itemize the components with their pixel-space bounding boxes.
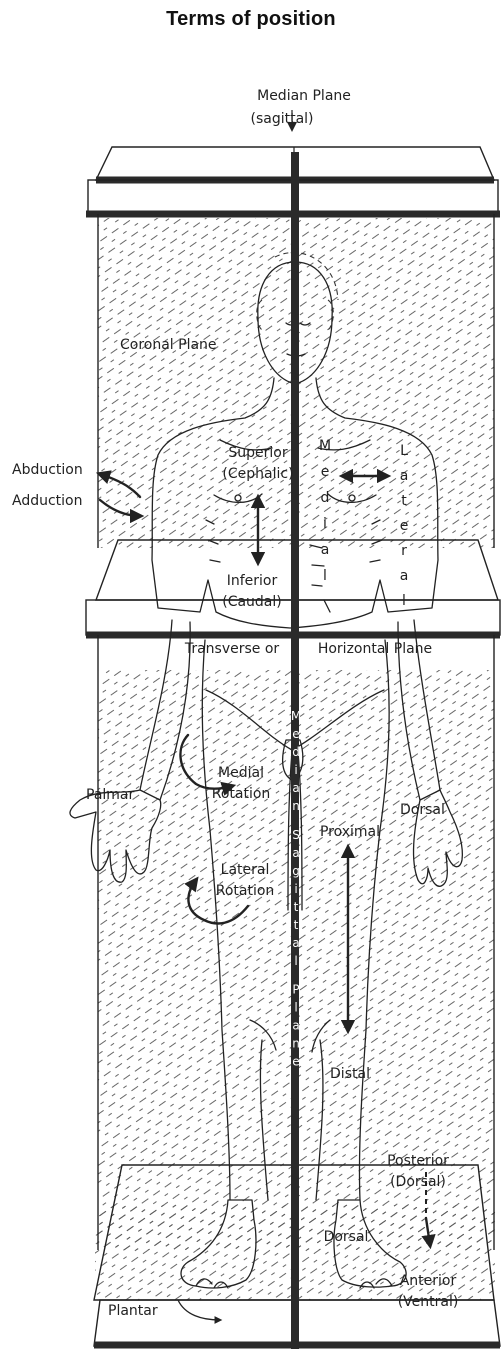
plantar-arrow	[178, 1300, 220, 1320]
sagittal-vertical-letter: a	[292, 936, 299, 950]
adduction-label: Adduction	[12, 493, 83, 509]
medial-vertical-letter: d	[321, 490, 330, 506]
superior-sub-label: (Cephalic)	[222, 466, 293, 482]
sagittal-vertical-letter: S	[292, 828, 300, 842]
sagittal-vertical-letter: g	[292, 864, 300, 878]
palmar-label: Palmar	[86, 787, 134, 803]
medial-vertical-letter: a	[321, 542, 330, 558]
inferior-label: Inferior	[227, 573, 278, 589]
dorsal-hand-label: Dorsal	[400, 802, 445, 818]
lateral-vertical-letter: L	[400, 443, 408, 459]
distal-label: Distal	[330, 1066, 370, 1082]
sagittal-vertical-letter: n	[292, 1037, 300, 1051]
sagittal-vertical-letter: i	[294, 882, 297, 896]
anterior-sub-label: (Ventral)	[398, 1294, 459, 1310]
sagittal-vertical-letter: n	[292, 799, 300, 813]
posterior-label: Posterior	[387, 1153, 449, 1169]
lateral-rotation-label: Lateral	[221, 862, 270, 878]
inferior-sub-label: (Caudal)	[222, 594, 282, 610]
sagittal-vertical-letter: e	[292, 1055, 299, 1069]
proximal-label: Proximal	[320, 824, 380, 840]
sagittal-vertical-letter: i	[294, 763, 297, 777]
medial-vertical-letter: e	[321, 464, 330, 480]
lateral-vertical-label: Lateral	[400, 443, 409, 609]
medial-rotation-sub-label: Rotation	[212, 786, 271, 802]
anterior-label: Anterior	[400, 1273, 457, 1289]
medial-vertical-letter: M	[319, 438, 331, 454]
lateral-vertical-letter: a	[400, 568, 409, 584]
coronal-plane-label: Coronal Plane	[120, 337, 217, 353]
sagittal-vertical-letter: M	[291, 709, 301, 723]
sagittal-vertical-letter: a	[292, 1019, 299, 1033]
lateral-vertical-letter: r	[401, 543, 407, 559]
medial-vertical-letter: i	[323, 516, 327, 532]
median-plane-label: Median Plane	[257, 88, 351, 104]
transverse-label: Transverse or	[184, 641, 280, 657]
lateral-vertical-letter: t	[401, 493, 407, 509]
lateral-vertical-letter: a	[400, 468, 409, 484]
lateral-vertical-letter: e	[400, 518, 409, 534]
abduction-label: Abduction	[12, 462, 83, 478]
lateral-rotation-sub-label: Rotation	[216, 883, 275, 899]
sagittal-vertical-letter: l	[294, 954, 297, 968]
dorsal-foot-label: Dorsal	[324, 1229, 369, 1245]
medial-vertical-letter: l	[323, 568, 327, 584]
posterior-sub-label: (Dorsal)	[390, 1174, 446, 1190]
sagittal-vertical-letter: a	[292, 781, 299, 795]
sagittal-vertical-letter: t	[294, 918, 299, 932]
horizontal-plane-label: Horizontal Plane	[318, 641, 432, 657]
sagittal-vertical-letter: d	[292, 745, 300, 759]
plantar-label: Plantar	[108, 1303, 158, 1319]
sagittal-vertical-letter: l	[294, 1001, 297, 1015]
lateral-vertical-letter: l	[402, 593, 406, 609]
medial-rotation-label: Medial	[218, 765, 264, 781]
median-plane-sub-label: (sagittal)	[250, 111, 313, 127]
sagittal-vertical-letter: P	[292, 983, 299, 997]
superior-label: Superior	[228, 445, 287, 461]
sagittal-vertical-letter: t	[294, 900, 299, 914]
sagittal-vertical-letter: e	[292, 727, 299, 741]
sagittal-vertical-letter: a	[292, 846, 299, 860]
